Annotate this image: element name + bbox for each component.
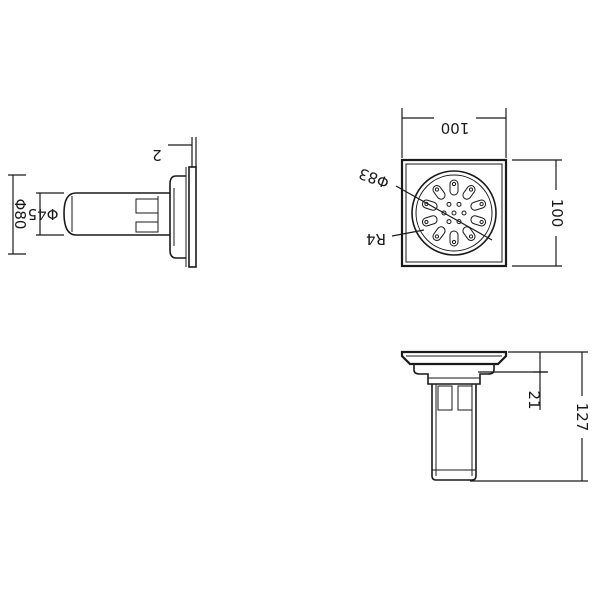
dim-neck-height: 21 bbox=[478, 351, 588, 410]
side-body bbox=[63, 192, 170, 236]
dim-label-inner-diameter: Φ45 bbox=[28, 205, 59, 223]
top-grate-rim bbox=[415, 174, 493, 252]
grate-center-dot bbox=[446, 219, 452, 225]
side-view: Φ80 Φ45 2 bbox=[8, 137, 197, 268]
grate-hole bbox=[470, 199, 487, 211]
dim-label-grate-diameter: Φ83 bbox=[356, 164, 391, 191]
grate-hole bbox=[449, 230, 459, 247]
grate-center-dot bbox=[456, 219, 462, 225]
top-view: 100 100 Φ83 R4 bbox=[356, 108, 566, 268]
grate-hole bbox=[421, 215, 438, 227]
front-slot-right bbox=[457, 385, 473, 411]
top-square-frame bbox=[400, 158, 508, 268]
grate-center-dot bbox=[451, 210, 457, 216]
front-neck bbox=[413, 364, 495, 385]
dim-flange-thickness: 2 bbox=[152, 137, 197, 167]
dim-label-top-width: 100 bbox=[441, 119, 470, 137]
dim-top-width: 100 bbox=[401, 108, 507, 158]
dim-label-top-height: 100 bbox=[548, 199, 566, 228]
dim-outer-diameter: Φ80 bbox=[8, 174, 29, 255]
front-view: 21 127 bbox=[400, 350, 591, 482]
side-flange-plate bbox=[188, 166, 197, 268]
grate-hole bbox=[462, 185, 476, 200]
grate-hole bbox=[470, 215, 487, 227]
top-grate-holes bbox=[421, 179, 487, 247]
grate-hole bbox=[449, 179, 459, 196]
front-slot-left bbox=[437, 385, 453, 411]
top-grate-outer bbox=[411, 170, 497, 256]
dim-total-height: 127 bbox=[470, 352, 591, 482]
grate-center-dot bbox=[461, 210, 467, 216]
grate-center-dot bbox=[446, 201, 452, 207]
top-square-inner bbox=[405, 163, 503, 263]
side-collar bbox=[169, 175, 186, 259]
dim-label-outer-diameter: Φ80 bbox=[11, 199, 29, 230]
grate-hole bbox=[432, 226, 446, 241]
dim-label-total-height: 127 bbox=[573, 403, 591, 432]
dim-label-hole-radius: R4 bbox=[366, 230, 386, 248]
top-grate-center-dots bbox=[441, 201, 467, 225]
grate-hole bbox=[462, 226, 476, 241]
grate-center-dot bbox=[456, 201, 462, 207]
front-body bbox=[431, 384, 477, 481]
dim-inner-diameter: Φ45 bbox=[28, 192, 64, 236]
grate-hole bbox=[432, 185, 446, 200]
dim-label-neck-height: 21 bbox=[525, 390, 543, 409]
side-slot-bottom bbox=[135, 221, 159, 233]
front-flange bbox=[400, 350, 508, 366]
dim-top-height: 100 bbox=[512, 159, 566, 267]
dim-hole-radius: R4 bbox=[366, 229, 425, 248]
grate-center-dot bbox=[441, 210, 447, 216]
dim-label-flange-thickness: 2 bbox=[152, 146, 162, 164]
side-slot-top bbox=[135, 198, 159, 214]
